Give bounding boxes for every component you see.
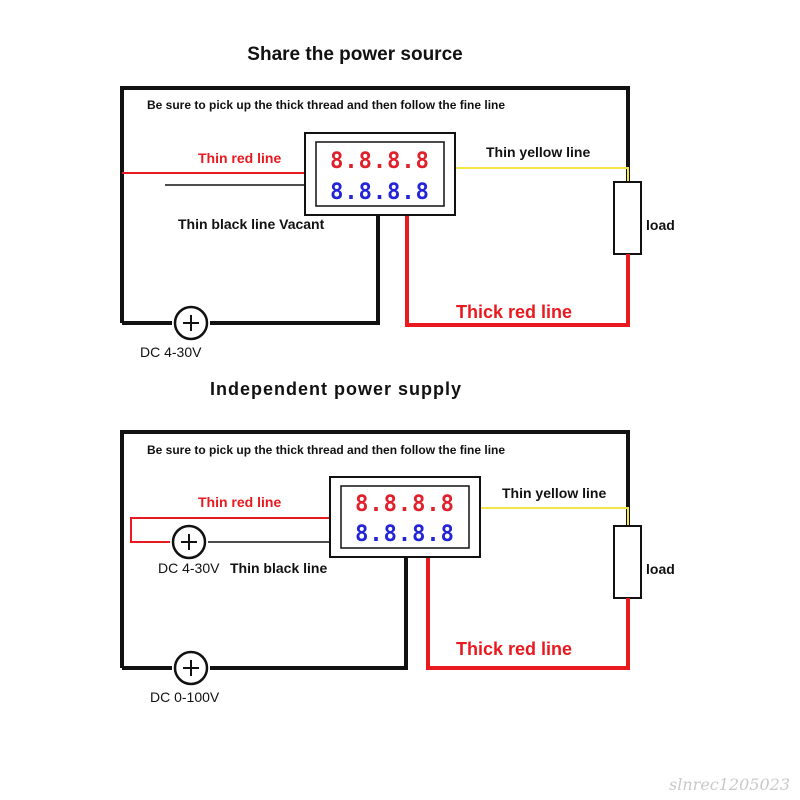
bottom-thick-red-wire bbox=[426, 557, 630, 670]
bottom-title: Independent power supply bbox=[210, 379, 462, 399]
bottom-thin-red-label: Thin red line bbox=[198, 494, 281, 510]
top-instruction: Be sure to pick up the thick thread and … bbox=[147, 98, 505, 112]
bottom-thin-yellow-wire bbox=[480, 507, 629, 526]
top-thin-yellow-wire bbox=[455, 167, 629, 182]
bottom-main-source-label: DC 0-100V bbox=[150, 689, 220, 705]
top-source-label: DC 4-30V bbox=[140, 344, 202, 360]
top-thin-black-label: Thin black line Vacant bbox=[178, 216, 325, 232]
top-title: Share the power source bbox=[247, 44, 462, 65]
bottom-diagram: Independent power supply Be sure to pick… bbox=[120, 379, 675, 705]
top-frame-wire bbox=[120, 86, 630, 323]
bottom-thin-black-label: Thin black line bbox=[230, 560, 327, 576]
bottom-display-top: 8.8.8.8 bbox=[355, 492, 455, 517]
top-display-top: 8.8.8.8 bbox=[330, 149, 430, 174]
top-thick-red-label: Thick red line bbox=[456, 302, 572, 322]
top-display-bottom: 8.8.8.8 bbox=[330, 180, 430, 205]
bottom-thick-red-label: Thick red line bbox=[456, 639, 572, 659]
bottom-frame-wire bbox=[120, 430, 630, 668]
watermark: slnrec1205023 bbox=[669, 775, 790, 794]
bottom-meter-screen bbox=[340, 485, 470, 549]
top-diagram: Share the power source Be sure to pick u… bbox=[120, 44, 675, 360]
top-thin-red-label: Thin red line bbox=[198, 150, 281, 166]
top-meter-screen bbox=[315, 141, 445, 207]
bottom-thick-black-wire bbox=[210, 557, 408, 670]
bottom-thin-yellow-label: Thin yellow line bbox=[502, 485, 606, 501]
top-load-label: load bbox=[646, 217, 675, 233]
bottom-load-resistor bbox=[613, 525, 642, 599]
bottom-small-source-label: DC 4-30V bbox=[158, 560, 220, 576]
bottom-thin-red-wire bbox=[130, 517, 330, 543]
top-load-resistor bbox=[613, 181, 642, 255]
bottom-instruction: Be sure to pick up the thick thread and … bbox=[147, 443, 505, 457]
top-thick-black-wire bbox=[210, 214, 380, 325]
bottom-load-label: load bbox=[646, 561, 675, 577]
bottom-display-bottom: 8.8.8.8 bbox=[355, 522, 455, 547]
top-thin-yellow-label: Thin yellow line bbox=[486, 144, 590, 160]
top-thick-red-wire bbox=[405, 214, 630, 327]
